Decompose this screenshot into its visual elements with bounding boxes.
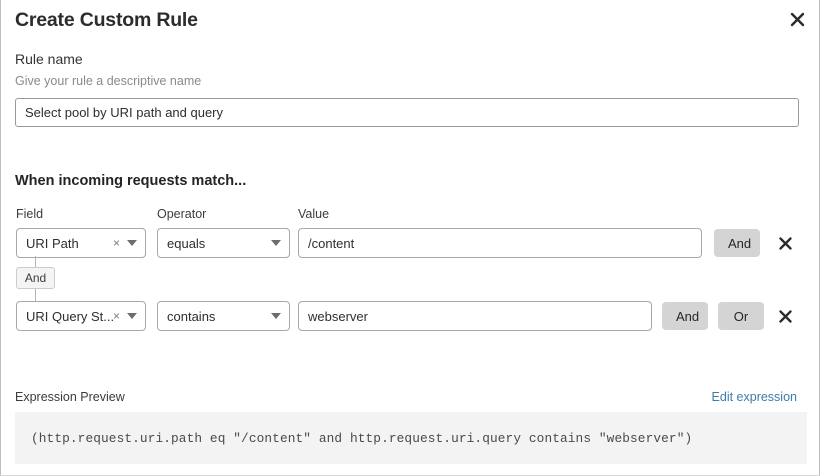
column-header-field: Field [16, 207, 44, 221]
column-header-value: Value [298, 207, 330, 221]
field-select[interactable]: URI Path × [16, 228, 146, 258]
chevron-down-icon [271, 240, 281, 246]
chevron-down-icon [127, 313, 137, 319]
chevron-down-icon [127, 240, 137, 246]
connector-line [35, 256, 36, 267]
operator-select-value: equals [167, 235, 206, 251]
operator-select-value: contains [167, 308, 216, 324]
match-section-heading: When incoming requests match... [15, 173, 247, 189]
clear-icon[interactable]: × [112, 309, 120, 323]
column-header-operator: Operator [157, 207, 207, 221]
connector-and-badge[interactable]: And [16, 267, 55, 289]
field-select-value: URI Path [26, 235, 79, 251]
operator-select[interactable]: equals [157, 228, 290, 258]
rule-name-input[interactable] [15, 98, 799, 127]
field-select[interactable]: URI Query St... × [16, 301, 146, 331]
clear-icon[interactable]: × [112, 236, 120, 250]
edit-expression-link[interactable]: Edit expression [711, 390, 797, 404]
rule-name-label: Rule name [15, 51, 83, 67]
and-button[interactable]: And [714, 229, 760, 257]
rule-name-help-text: Give your rule a descriptive name [15, 74, 202, 88]
page-title: Create Custom Rule [15, 9, 198, 31]
value-input[interactable] [298, 301, 652, 331]
connector-line [35, 289, 36, 301]
or-button[interactable]: Or [718, 302, 764, 330]
chevron-down-icon [271, 313, 281, 319]
condition-row: URI Query St... × contains And Or [1, 301, 820, 331]
condition-row: URI Path × equals And [1, 228, 820, 258]
expression-preview-box: (http.request.uri.path eq "/content" and… [15, 412, 807, 464]
delete-condition-icon[interactable] [772, 301, 798, 331]
close-icon[interactable] [783, 5, 811, 33]
condition-connector: And [1, 256, 121, 304]
and-button[interactable]: And [662, 302, 708, 330]
field-select-value: URI Query St... [26, 308, 113, 324]
value-input[interactable] [298, 228, 702, 258]
operator-select[interactable]: contains [157, 301, 290, 331]
expression-code: (http.request.uri.path eq "/content" and… [31, 430, 693, 446]
delete-condition-icon[interactable] [772, 228, 798, 258]
expression-preview-label: Expression Preview [15, 390, 125, 404]
